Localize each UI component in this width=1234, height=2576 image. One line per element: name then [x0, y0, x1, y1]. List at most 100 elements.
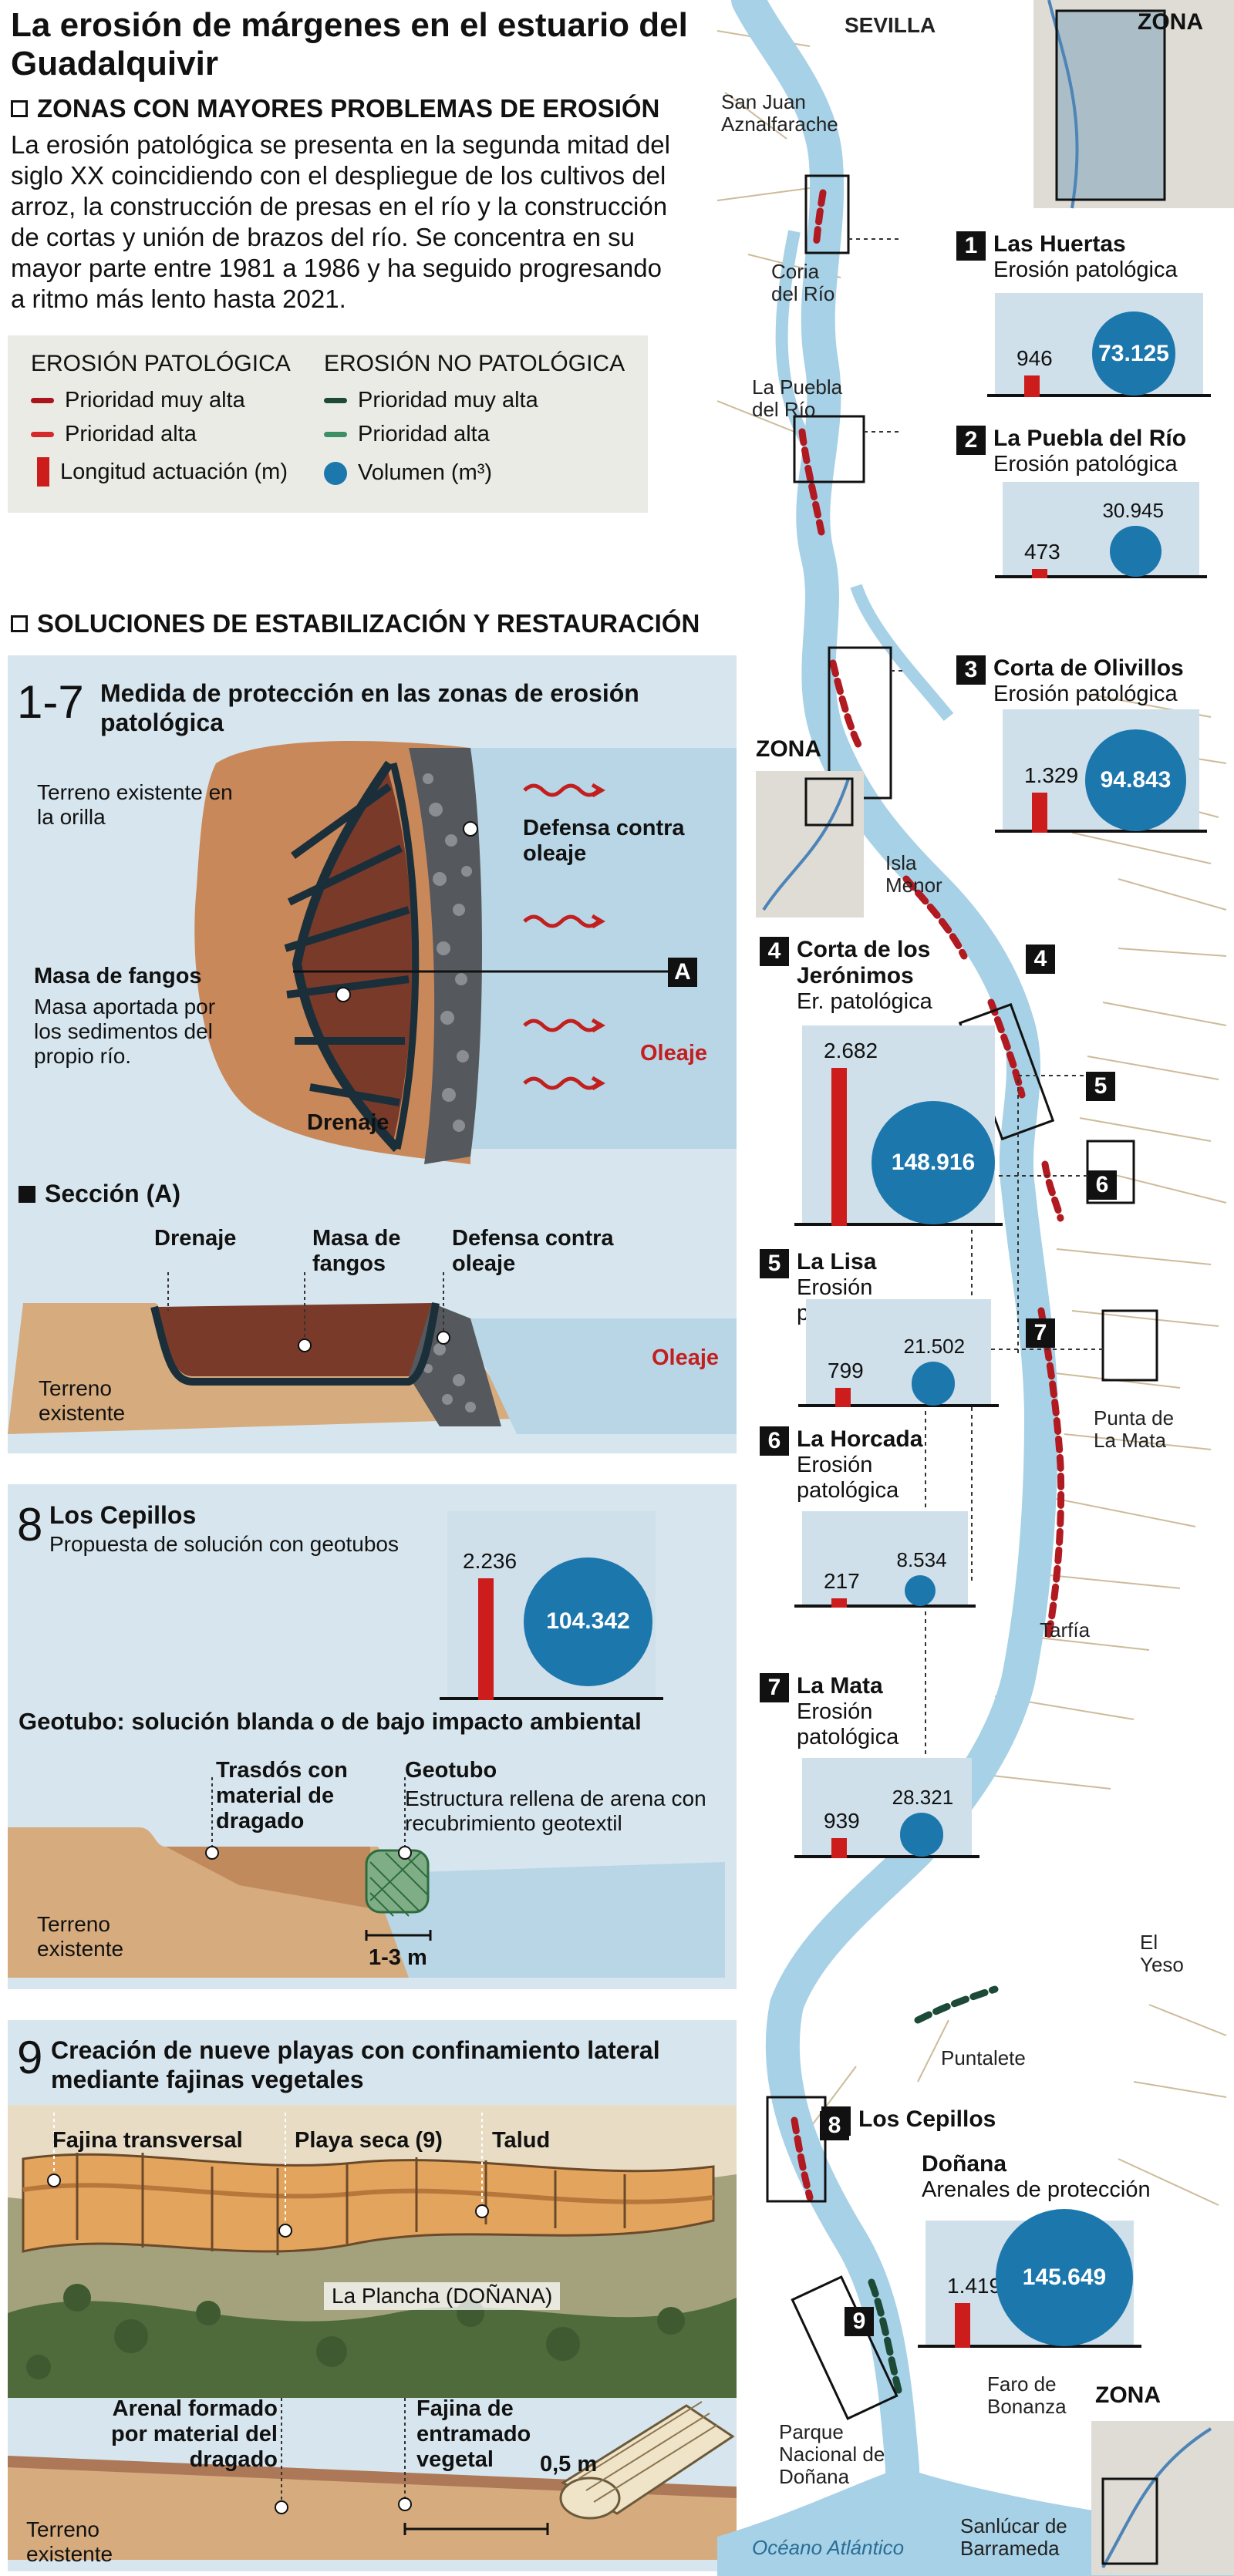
- label-plancha: La Plancha (DOÑANA): [324, 2282, 561, 2310]
- square-icon: [19, 1185, 35, 1203]
- label-s-defensa: Defensa contra oleaje: [452, 1226, 614, 1276]
- protection-illustration: [8, 741, 737, 1434]
- line-swatch-icon: [31, 432, 54, 437]
- zone-type: Arenales de protección: [922, 2177, 1151, 2202]
- length-bar: [831, 1598, 847, 1608]
- label-s-terreno: Terreno existente: [39, 1376, 126, 1425]
- place-sevilla: SEVILLA: [845, 13, 936, 37]
- stat-baseline: [987, 394, 1211, 397]
- label-arenal: Arenal formado por material del dragado: [111, 2396, 278, 2472]
- zone-title: La Lisa: [797, 1249, 877, 1275]
- zone-title: Corta de los Jerónimos: [797, 937, 931, 988]
- length-bar: [1032, 792, 1047, 833]
- label-fajina-transversal: Fajina transversal: [52, 2128, 243, 2153]
- zone-title: Los Cepillos: [858, 2106, 996, 2132]
- checkbox-icon: [11, 615, 28, 632]
- zone-number-badge: 5: [760, 1249, 789, 1278]
- stat-box: 799 21.502: [798, 1299, 999, 1407]
- volume-circle: 21.502: [904, 1335, 965, 1406]
- label-width: 1-3 m: [369, 1945, 427, 1970]
- place-puntalete: Puntalete: [941, 2046, 1026, 2069]
- panel-title: Los Cepillos: [49, 1501, 197, 1529]
- stat-baseline: [798, 1404, 999, 1407]
- legend: EROSIÓN PATOLÓGICA EROSIÓN NO PATOLÓGICA…: [8, 335, 648, 513]
- legend-item: Prioridad alta: [31, 422, 197, 447]
- label-s-oleaje: Oleaje: [652, 1345, 720, 1370]
- line-swatch-icon: [324, 432, 347, 437]
- label-masa-fangos: Masa de fangos: [34, 964, 202, 988]
- zone-type: Er. patológica: [797, 989, 932, 1014]
- section-title: ZONAS CON MAYORES PROBLEMAS DE EROSIÓN: [37, 94, 660, 123]
- map-zone-badge: 9: [845, 2307, 874, 2336]
- panel-title: Medida de protección en las zonas de ero…: [100, 679, 639, 736]
- checkbox-icon: [11, 100, 28, 117]
- line-swatch-icon: [324, 398, 347, 403]
- label-trasdos: Trasdós con material de dragado: [216, 1758, 348, 1834]
- legend-label: Volumen (m³): [358, 460, 493, 485]
- inset-zona-label: ZONA: [1095, 2382, 1161, 2408]
- label-oleaje: Oleaje: [640, 1041, 708, 1066]
- label-terreno-orilla: Terreno existente en la orilla: [37, 780, 233, 829]
- circle-swatch-icon: [324, 461, 347, 485]
- label-masa-aportada: Masa aportada por los sedimentos del pro…: [34, 995, 216, 1068]
- zone-type: Erosión patológica: [993, 258, 1178, 282]
- bar-swatch-icon: [37, 457, 49, 487]
- marker-a: A: [668, 958, 697, 987]
- length-bar: [831, 1068, 847, 1226]
- map-zone-badge: 5: [1086, 1072, 1115, 1101]
- place-parque: Parque Nacional de Doñana: [779, 2420, 885, 2488]
- label-defensa: Defensa contra oleaje: [523, 816, 685, 866]
- label-drenaje: Drenaje: [307, 1110, 389, 1135]
- place-sanlucar: Sanlúcar de Barrameda: [960, 2514, 1067, 2560]
- intro-text: La erosión patológica se presenta en la …: [11, 130, 670, 313]
- legend-item: Volumen (m³): [324, 460, 492, 486]
- length-bar: [1024, 375, 1040, 397]
- line-swatch-icon: [31, 398, 54, 403]
- legend-label: Longitud actuación (m): [60, 459, 288, 484]
- zone-text: Los Cepillos: [858, 2106, 1090, 2136]
- volume-value: 28.321: [892, 1786, 954, 1810]
- zone-number-badge: 1: [956, 231, 986, 261]
- place-puebla: La Puebla del Río: [752, 375, 843, 421]
- length-bar: [478, 1578, 494, 1700]
- stat-baseline: [794, 1855, 979, 1858]
- zone-title: Doñana: [922, 2151, 1007, 2177]
- panel-cepillos: 8 Los Cepillos Propuesta de solución con…: [8, 1484, 737, 1989]
- legend-item: Longitud actuación (m): [37, 457, 288, 487]
- zone-type: Erosión patológica: [993, 682, 1178, 706]
- zone-type: Erosión patológica: [993, 452, 1178, 476]
- section-a-title: Sección (A): [45, 1180, 181, 1207]
- stat-baseline: [995, 575, 1207, 578]
- length-value: 799: [828, 1358, 864, 1382]
- zone-title: Corta de Olivillos: [993, 655, 1184, 681]
- legend-label: Prioridad alta: [65, 422, 197, 446]
- legend-col1-title: EROSIÓN PATOLÓGICA: [31, 351, 291, 376]
- stat-box: 473 30.945: [995, 482, 1207, 578]
- inset-zona-label: ZONA: [1138, 9, 1203, 35]
- panel-number: 1-7: [17, 676, 84, 728]
- volume-circle: 30.945: [1102, 499, 1164, 577]
- label-s-drenaje: Drenaje: [154, 1226, 237, 1251]
- geotube-illustration: [8, 1777, 725, 1978]
- length-value: 1.419: [947, 2273, 1002, 2298]
- stat-baseline: [440, 1697, 663, 1700]
- legend-col2-title: EROSIÓN NO PATOLÓGICA: [324, 351, 625, 376]
- zone-title: La Puebla del Río: [993, 426, 1187, 451]
- label-terreno: Terreno existente: [26, 2517, 113, 2566]
- zone-number-badge: 6: [760, 1426, 789, 1456]
- length-value: 473: [1024, 539, 1060, 564]
- volume-value: 8.534: [896, 1548, 947, 1571]
- label-playa-seca: Playa seca (9): [295, 2128, 443, 2153]
- panel-number: 8: [17, 1499, 43, 1551]
- zone-title: La Mata: [797, 1673, 883, 1699]
- volume-circle: 8.534: [897, 1548, 947, 1606]
